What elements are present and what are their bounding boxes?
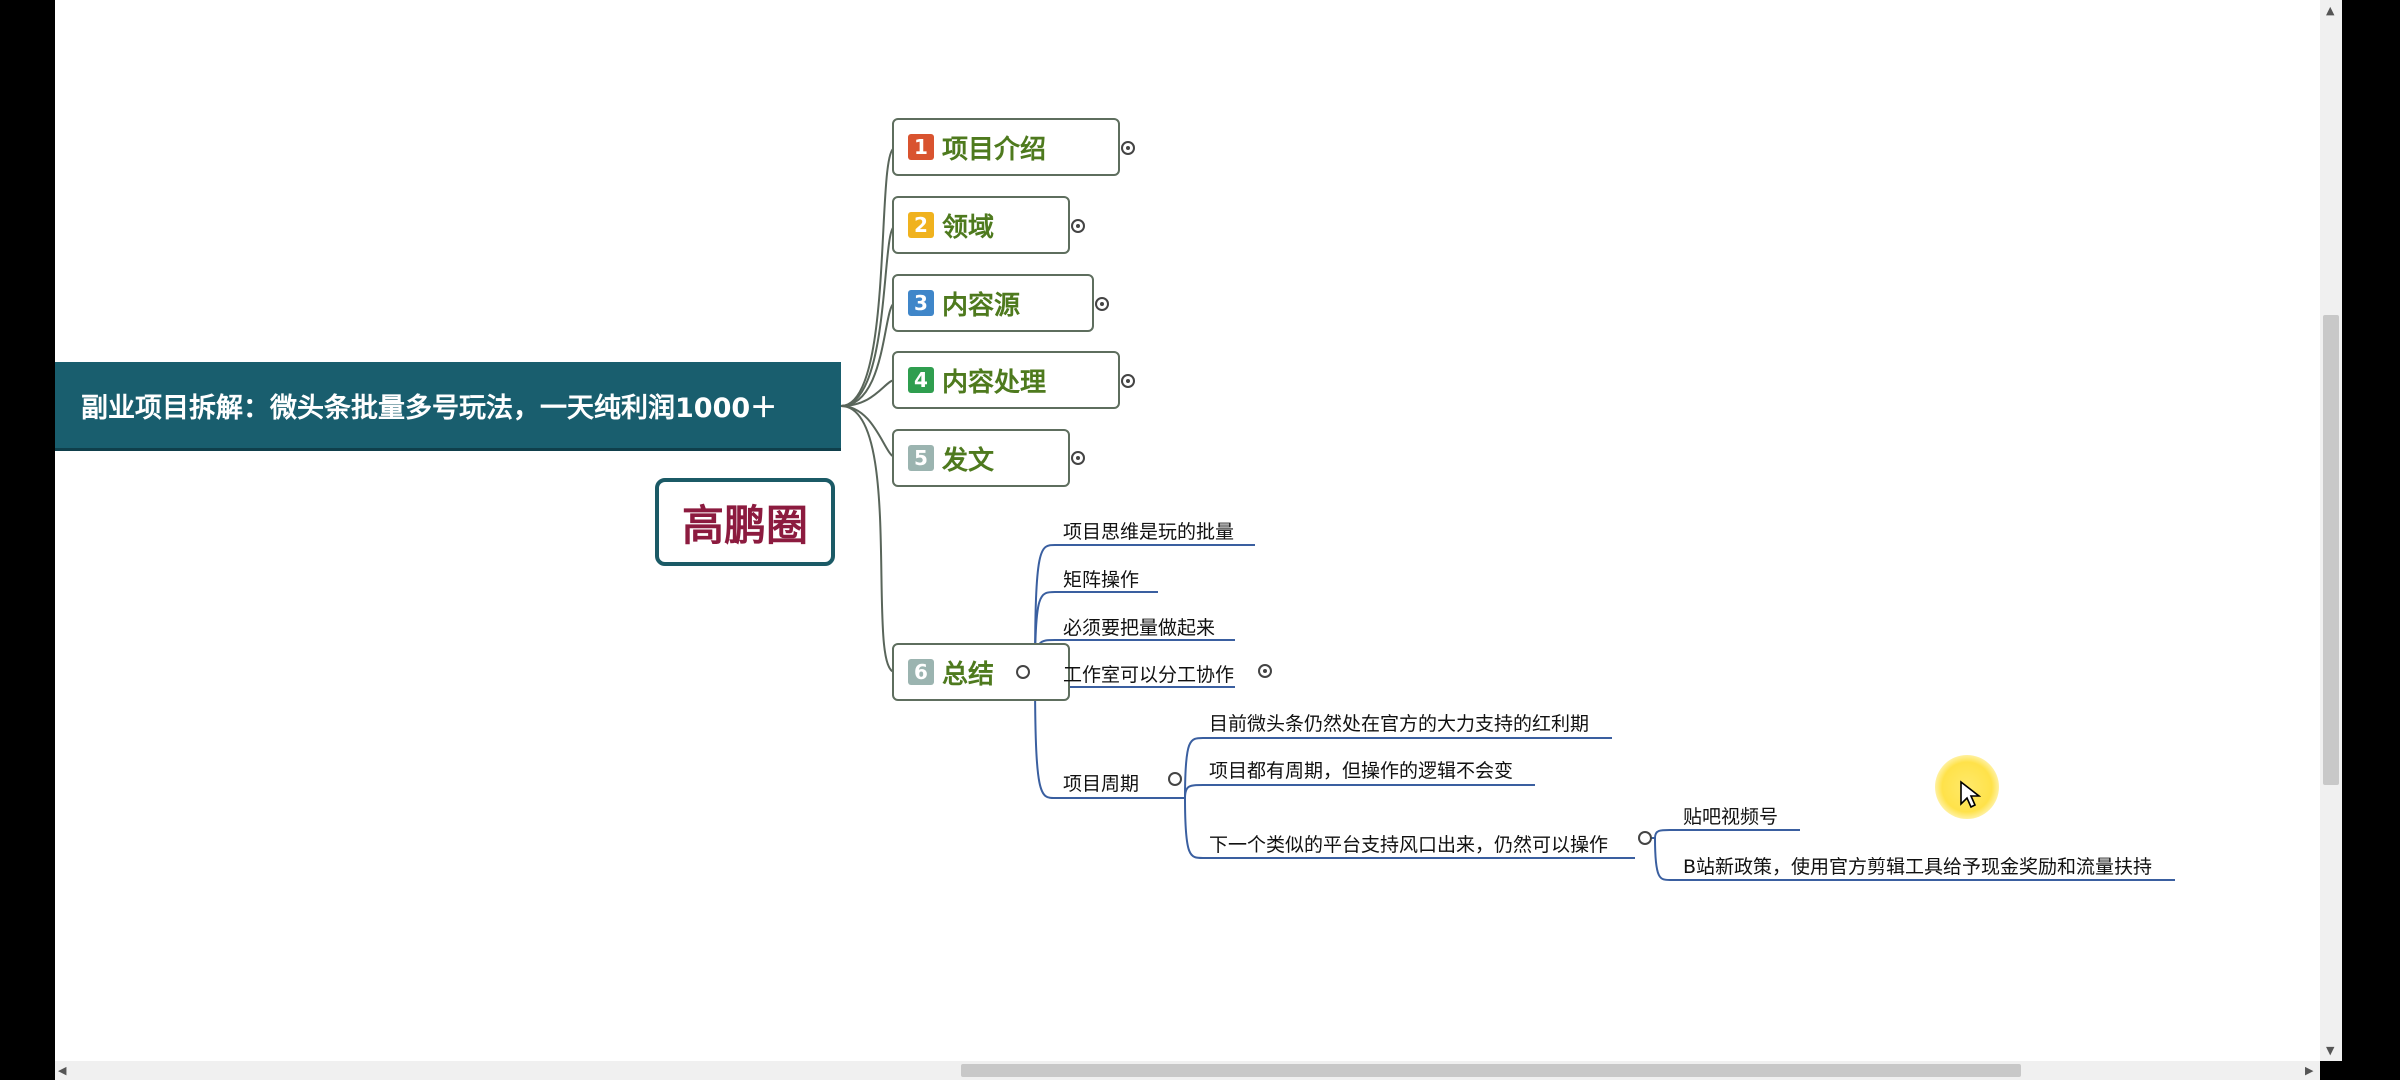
platform-item[interactable]: B站新政策，使用官方剪辑工具给予现金奖励和流量扶持: [1683, 856, 2153, 878]
topic-project-intro[interactable]: 1 项目介绍: [892, 118, 1120, 176]
expand-toggle-icon[interactable]: [1121, 141, 1135, 155]
scroll-down-icon[interactable]: ▼: [2326, 1044, 2335, 1057]
scroll-up-icon[interactable]: ▲: [2326, 4, 2335, 17]
expand-toggle-icon[interactable]: [1258, 664, 1272, 678]
brand-text: 高鹏圈: [681, 500, 808, 550]
topic-number-badge: 2: [908, 212, 934, 238]
scroll-left-icon[interactable]: ◀: [58, 1064, 67, 1077]
topic-label: 内容处理: [942, 367, 1047, 398]
horizontal-scrollbar[interactable]: ◀ ▶: [55, 1061, 2320, 1080]
collapse-toggle-icon[interactable]: [1016, 665, 1030, 679]
horizontal-scroll-thumb[interactable]: [961, 1064, 2021, 1077]
vertical-scroll-thumb[interactable]: [2323, 315, 2339, 785]
expand-toggle-icon[interactable]: [1071, 219, 1085, 233]
summary-item[interactable]: 项目周期: [1063, 773, 1140, 795]
mouse-pointer-icon: [1960, 780, 1981, 809]
scroll-right-icon[interactable]: ▶: [2305, 1064, 2314, 1077]
topic-content-processing[interactable]: 4 内容处理: [892, 351, 1120, 409]
expand-toggle-icon[interactable]: [1071, 451, 1085, 465]
topic-number-badge: 3: [908, 290, 934, 316]
topic-number-badge: 6: [908, 659, 934, 685]
topic-content-source[interactable]: 3 内容源: [892, 274, 1094, 332]
topic-number-badge: 5: [908, 445, 934, 471]
collapse-toggle-icon[interactable]: [1638, 831, 1652, 845]
topic-publish[interactable]: 5 发文: [892, 429, 1070, 487]
topic-label: 领域: [942, 212, 995, 243]
topic-number-badge: 4: [908, 367, 934, 393]
summary-item[interactable]: 必须要把量做起来: [1063, 617, 1216, 639]
topic-domain[interactable]: 2 领域: [892, 196, 1070, 254]
summary-item[interactable]: 工作室可以分工协作: [1063, 664, 1235, 686]
expand-toggle-icon[interactable]: [1121, 374, 1135, 388]
topic-label: 发文: [942, 445, 995, 476]
brand-label: 高鹏圈: [655, 478, 835, 566]
collapse-toggle-icon[interactable]: [1168, 772, 1182, 786]
topic-label: 总结: [942, 659, 995, 690]
expand-toggle-icon[interactable]: [1095, 297, 1109, 311]
root-topic[interactable]: 副业项目拆解：微头条批量多号玩法，一天纯利润1000＋: [55, 362, 841, 451]
root-topic-title: 副业项目拆解：微头条批量多号玩法，一天纯利润1000＋: [81, 392, 778, 424]
vertical-scrollbar[interactable]: ▲ ▼: [2320, 0, 2342, 1061]
topic-label: 项目介绍: [942, 134, 1047, 165]
cycle-item[interactable]: 目前微头条仍然处在官方的大力支持的红利期: [1209, 713, 1590, 735]
topic-number-badge: 1: [908, 134, 934, 160]
topic-label: 内容源: [942, 290, 1021, 321]
platform-item[interactable]: 贴吧视频号: [1683, 806, 1779, 828]
cycle-item[interactable]: 下一个类似的平台支持风口出来，仍然可以操作: [1209, 834, 1609, 856]
topic-summary[interactable]: 6 总结: [892, 643, 1070, 701]
summary-item[interactable]: 项目思维是玩的批量: [1063, 521, 1235, 543]
mindmap-canvas[interactable]: 副业项目拆解：微头条批量多号玩法，一天纯利润1000＋ 高鹏圈 1 项目介绍 2…: [55, 0, 2320, 1061]
summary-item[interactable]: 矩阵操作: [1063, 569, 1140, 591]
cycle-item[interactable]: 项目都有周期，但操作的逻辑不会变: [1209, 760, 1514, 782]
connector-lines: [840, 147, 2175, 881]
